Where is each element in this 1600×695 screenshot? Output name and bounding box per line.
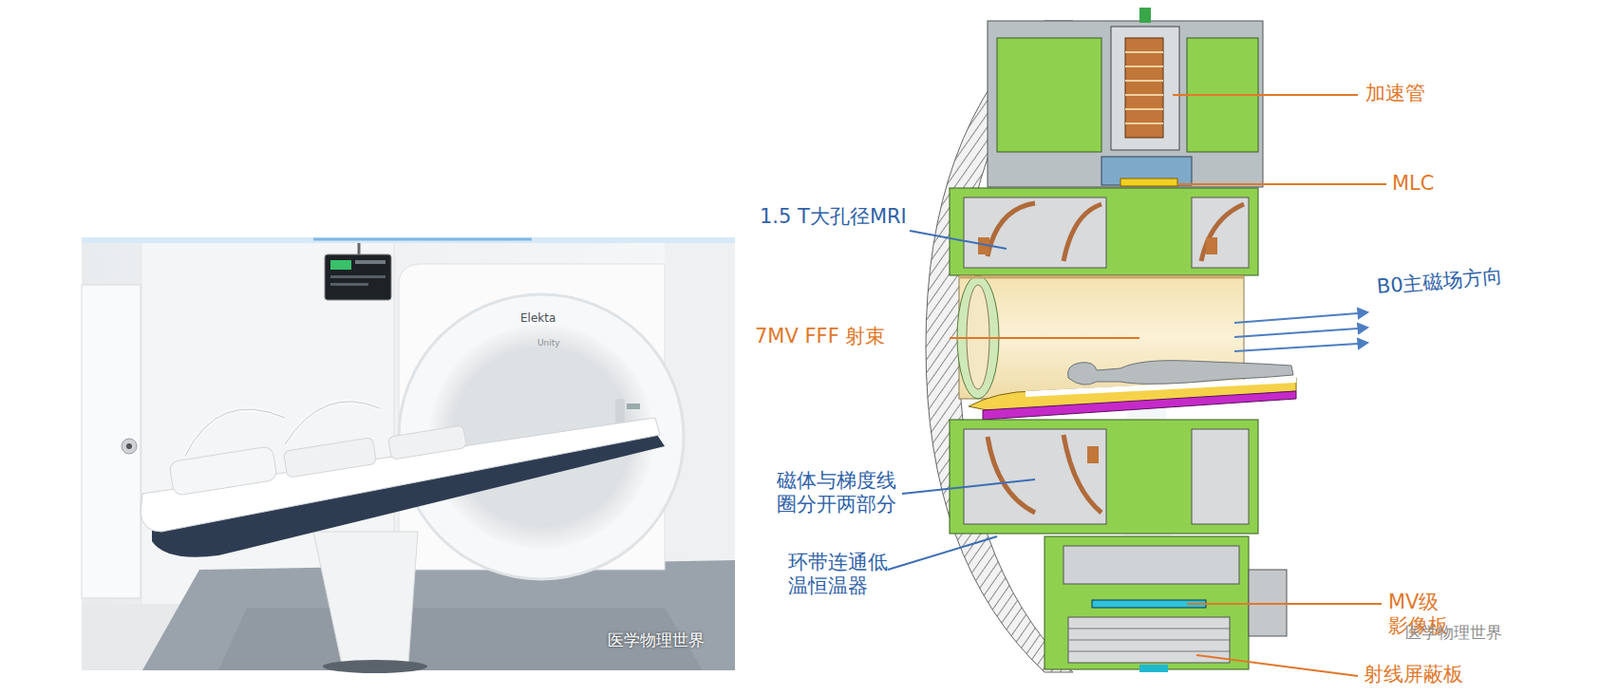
part-label: 环带连通低温恒温器 <box>788 550 894 599</box>
model-text: Unity <box>537 338 561 349</box>
part-label: 磁体与梯度线圈分开两部分 <box>776 469 903 517</box>
machine-photo <box>81 237 735 674</box>
brand-text: Elekta <box>520 311 556 325</box>
beam-label: 7MV FFF 射束 <box>754 324 885 349</box>
cutaway-drawing <box>925 7 1368 673</box>
part-label: MLC <box>1392 171 1434 196</box>
field-label: B0主磁场方向 <box>1375 263 1504 300</box>
leader-lines <box>887 94 1387 677</box>
part-label: 1.5 T大孔径MRI <box>759 205 907 229</box>
watermark: 医学物理世界 <box>607 630 705 650</box>
part-label: 加速管 <box>1365 81 1426 106</box>
watermark: 医学物理世界 <box>1405 622 1503 642</box>
part-label: 射线屏蔽板 <box>1363 662 1464 687</box>
